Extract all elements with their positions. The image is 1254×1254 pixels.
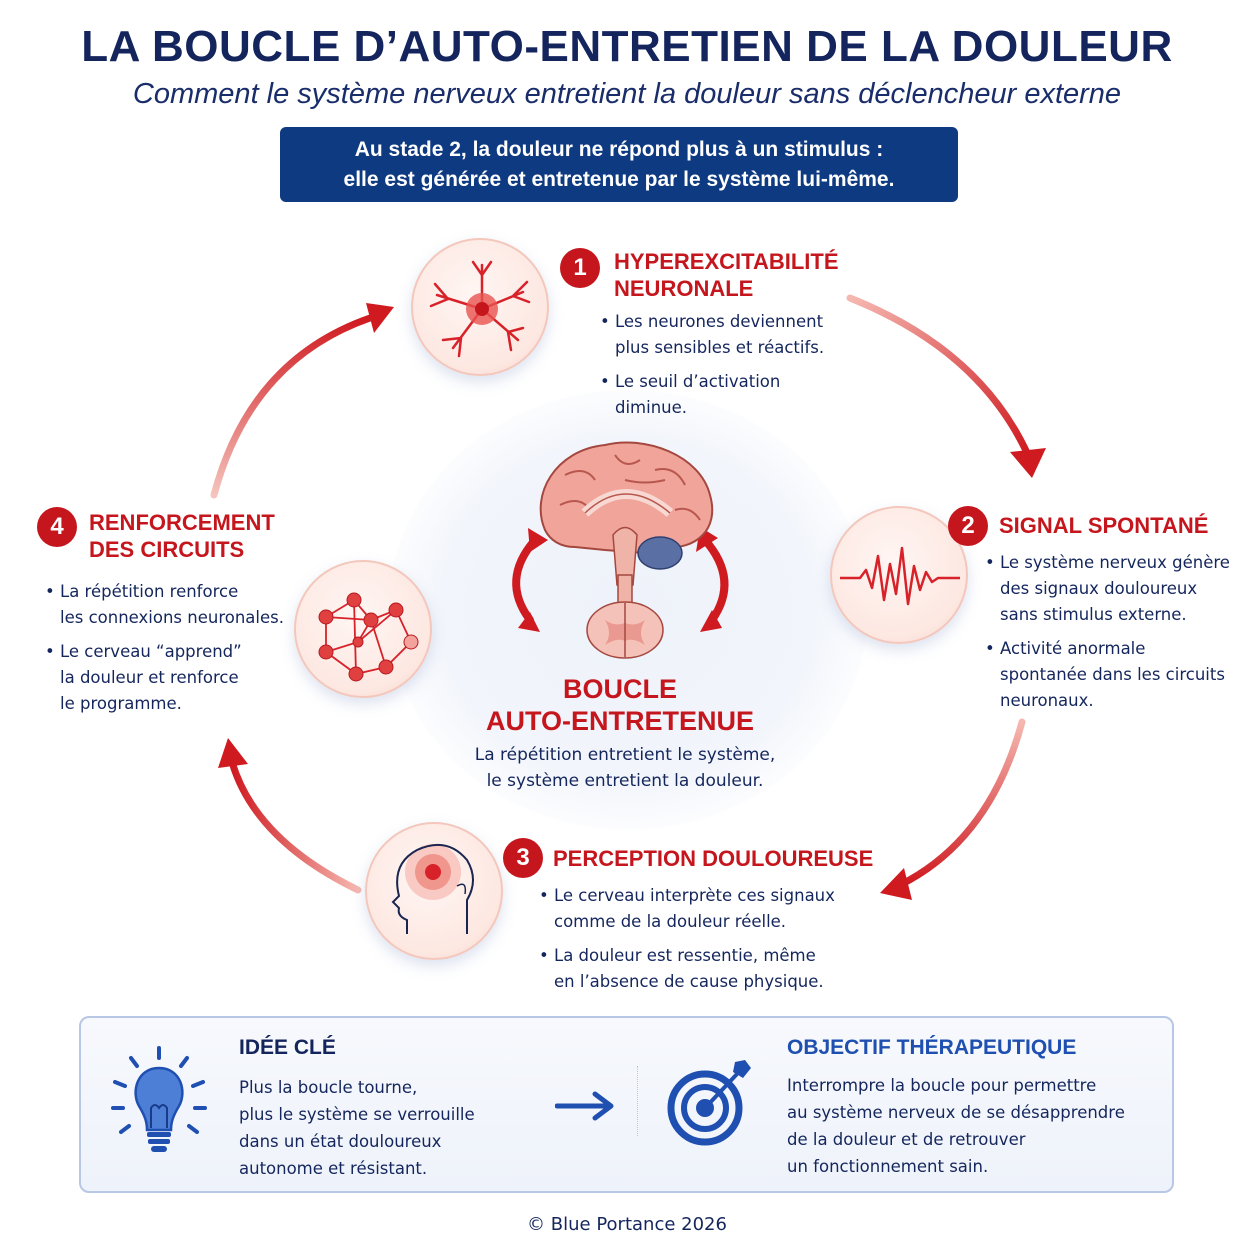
step-2-number-badge: 2 [948, 506, 988, 546]
step-2-title: SIGNAL SPONTANÉ [999, 513, 1209, 538]
network-icon [318, 592, 419, 682]
lightbulb-icon [111, 1046, 207, 1152]
center-subtitle: La répétition entretient le système, le … [474, 745, 776, 791]
banner-line-1: Au stade 2, la douleur ne répond plus à … [354, 138, 884, 161]
arrow-right-icon [555, 1091, 614, 1121]
summary-box: IDÉE CLÉ Plus la boucle tourne, plus le … [79, 1016, 1174, 1193]
box-divider [637, 1066, 638, 1136]
step-3-title: PERCEPTION DOULOUREUSE [553, 846, 874, 871]
step-4-icon-circle [294, 560, 432, 698]
step-1-title: HYPEREXCITABILITÉ NEURONALE [614, 249, 839, 301]
step-3-icon-circle [365, 822, 503, 960]
banner-line-2: elle est générée et entretenue par le sy… [343, 168, 895, 191]
neuron-icon [429, 260, 531, 358]
page-subtitle: Comment le système nerveux entretient la… [132, 78, 1122, 110]
objective-text: Interrompre la boucle pour permettre au … [787, 1076, 1125, 1176]
copyright: © Blue Portance 2026 [527, 1214, 727, 1235]
stage-banner: Au stade 2, la douleur ne répond plus à … [280, 127, 958, 202]
step-1-number-badge: 1 [560, 248, 600, 288]
step-4-title: RENFORCEMENT DES CIRCUITS [89, 510, 275, 562]
step-1-icon-circle [411, 238, 549, 376]
step-4-number-badge: 4 [37, 507, 77, 547]
center-title: BOUCLE AUTO-ENTRETENUE [485, 674, 754, 736]
step-2-icon-circle [830, 506, 968, 644]
page-title: LA BOUCLE D’AUTO-ENTRETIEN DE LA DOULEUR [81, 22, 1173, 71]
step-3-number-badge: 3 [503, 838, 543, 878]
signal-wave-icon [840, 546, 960, 606]
key-idea-text: Plus la boucle tourne, plus le système s… [239, 1078, 475, 1178]
arrow-3-to-4 [218, 738, 362, 894]
key-idea-title: IDÉE CLÉ [239, 1036, 336, 1059]
objective-title: OBJECTIF THÉRAPEUTIQUE [787, 1036, 1077, 1059]
arrow-2-to-3 [880, 718, 1026, 900]
arrow-4-to-1 [210, 303, 394, 499]
target-icon [667, 1060, 751, 1146]
bullet: Le cerveau “apprend”la douleur et renfor… [45, 639, 284, 717]
brain-spinal-cord-icon [539, 441, 714, 659]
head-pain-icon [391, 843, 474, 934]
arrow-1-to-2 [846, 294, 1046, 478]
